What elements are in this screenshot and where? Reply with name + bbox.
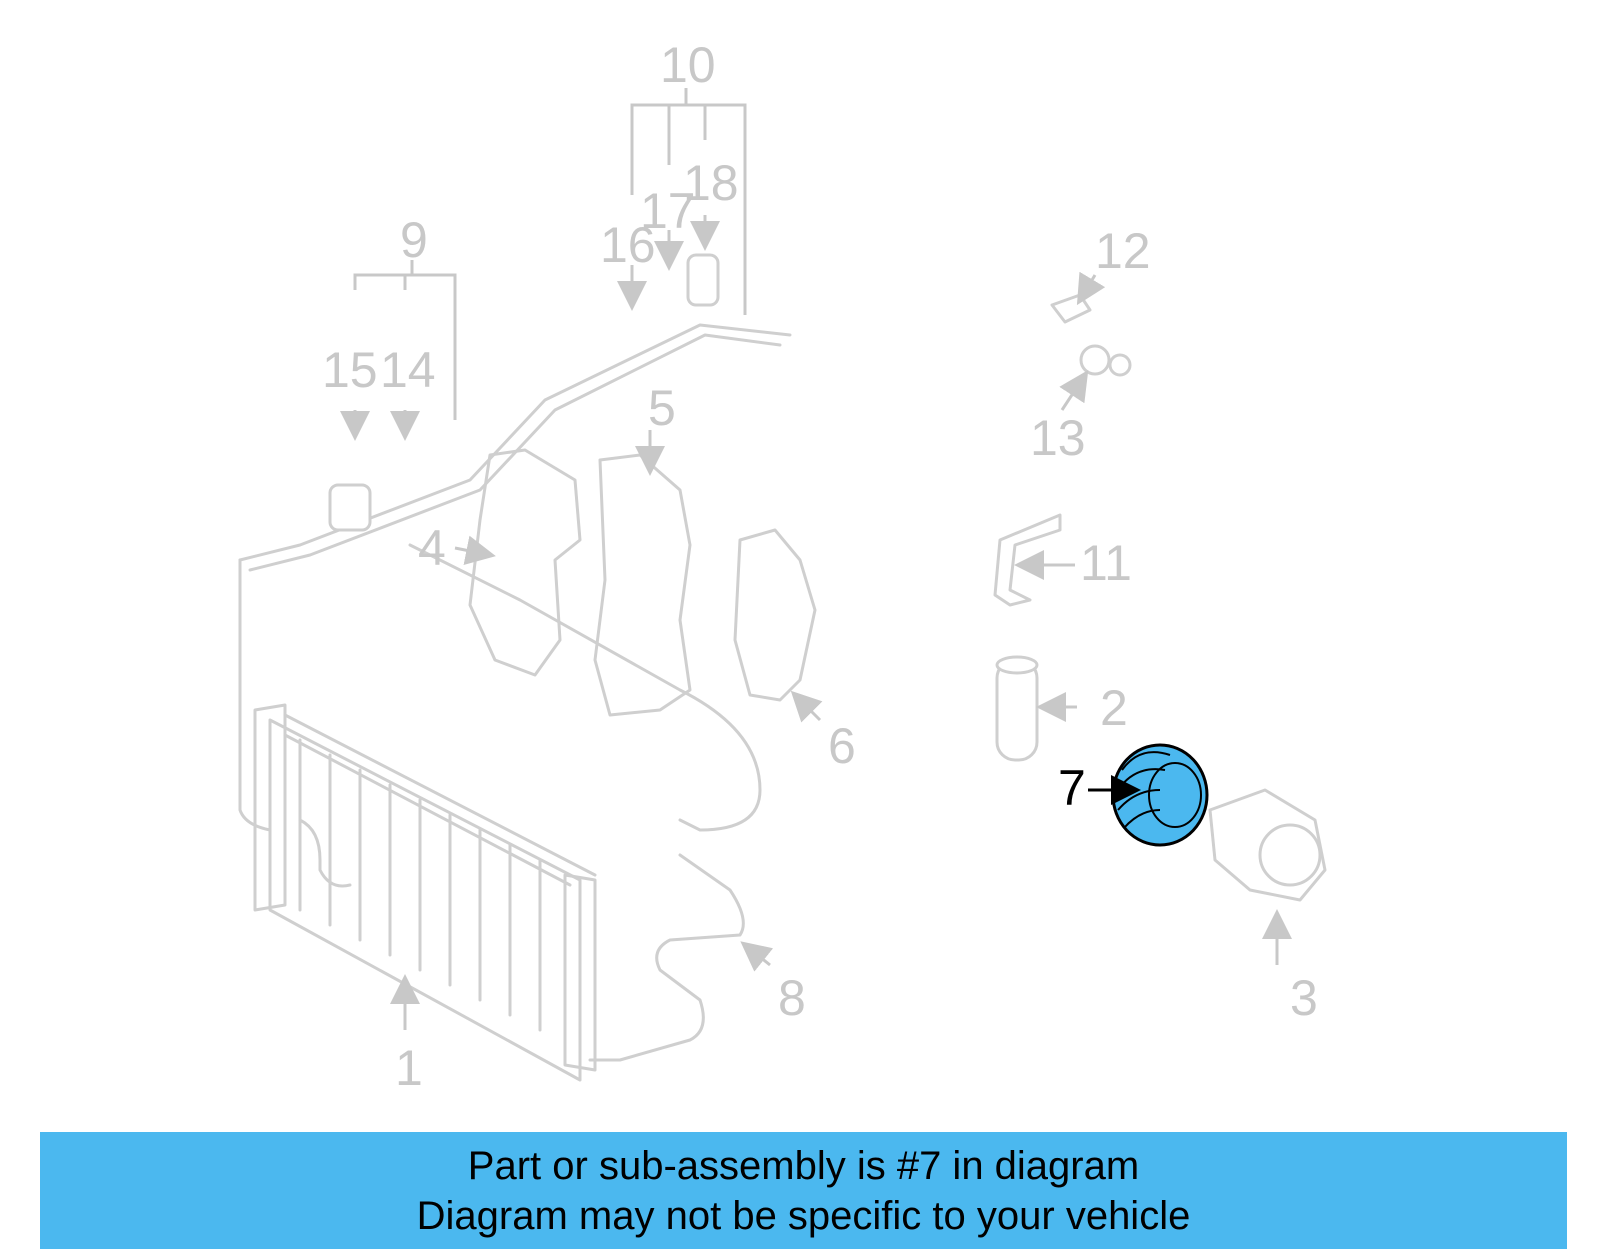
- label-6: 6: [828, 718, 856, 774]
- info-banner: Part or sub-assembly is #7 in diagram Di…: [40, 1132, 1567, 1249]
- label-5: 5: [648, 380, 676, 436]
- label-9: 9: [400, 212, 428, 268]
- label-7: 7: [1058, 760, 1086, 816]
- label-13: 13: [1030, 410, 1086, 466]
- label-18: 18: [683, 155, 739, 211]
- compressor-part[interactable]: [1208, 788, 1327, 902]
- label-3: 3: [1290, 970, 1318, 1026]
- label-14: 14: [380, 342, 436, 398]
- banner-line-2: Diagram may not be specific to your vehi…: [416, 1193, 1191, 1238]
- banner-line-1: Part or sub-assembly is #7 in diagram: [467, 1143, 1140, 1188]
- timing-covers-part[interactable]: [468, 448, 817, 717]
- label-1: 1: [395, 1040, 423, 1096]
- label-15: 15: [322, 342, 378, 398]
- label-8: 8: [778, 970, 806, 1026]
- label-4: 4: [418, 520, 446, 576]
- label-16: 16: [600, 217, 656, 273]
- receiver-drier-part[interactable]: [995, 655, 1039, 762]
- label-12: 12: [1095, 223, 1151, 279]
- sensor-parts[interactable]: [1050, 293, 1132, 377]
- condenser-part[interactable]: [253, 703, 597, 1082]
- leader-lines: [340, 88, 1292, 1030]
- bracket-part[interactable]: [993, 513, 1062, 607]
- label-10: 10: [660, 37, 716, 93]
- label-11: 11: [1080, 535, 1132, 591]
- callout-labels: 1 2 3 4 5 6 7 8 9 10 11 12 13 14 15 16 1…: [322, 37, 1318, 1096]
- pulley-part-7[interactable]: [1111, 743, 1209, 847]
- label-17: 17: [640, 183, 696, 239]
- label-2: 2: [1100, 680, 1128, 736]
